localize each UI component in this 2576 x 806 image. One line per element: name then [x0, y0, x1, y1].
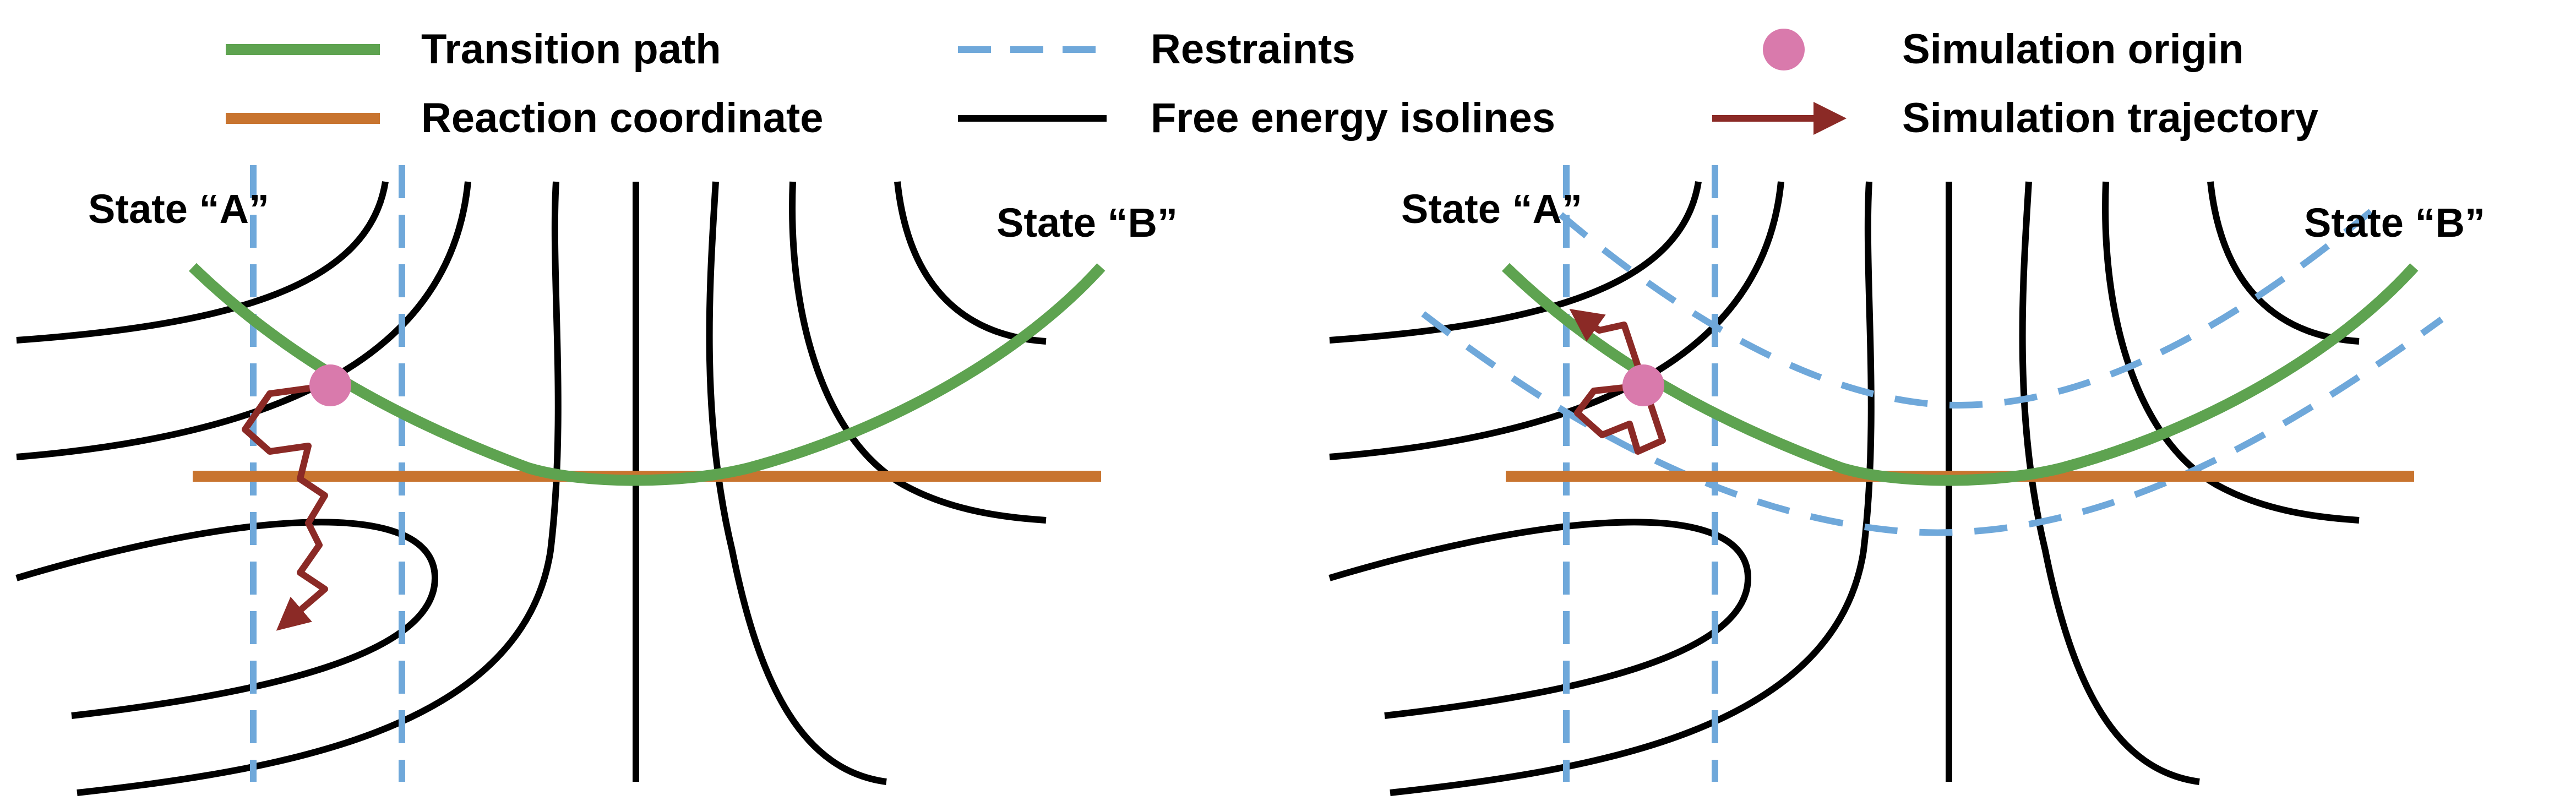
- legend: Transition path Reaction coordinate Rest…: [226, 26, 2318, 141]
- simulation-trajectory: [1569, 309, 1666, 455]
- simulation-trajectory: [242, 382, 331, 631]
- simulation-origin-marker: [309, 364, 351, 406]
- sim-origin-label: Simulation origin: [1902, 26, 2244, 73]
- legend-item-restraints: Restraints: [958, 26, 1355, 73]
- reaction-coordinate-label: Reaction coordinate: [421, 95, 824, 141]
- state-a-label: State “A”: [1401, 186, 1582, 232]
- simulation-origin-marker: [1622, 364, 1664, 406]
- sim-trajectory-label: Simulation trajectory: [1902, 95, 2318, 141]
- legend-item-reaction-coordinate: Reaction coordinate: [226, 95, 824, 141]
- panel-right: State “A” State “B”: [1330, 165, 2485, 793]
- state-b-label: State “B”: [2304, 200, 2485, 246]
- transition-path-label: Transition path: [421, 26, 721, 73]
- legend-item-isolines: Free energy isolines: [958, 95, 1555, 141]
- legend-item-sim-origin: Simulation origin: [1763, 26, 2244, 73]
- legend-item-transition-path: Transition path: [226, 26, 721, 73]
- free-energy-isolines: [1330, 182, 2359, 793]
- restraints-label: Restraints: [1151, 26, 1355, 73]
- free-energy-isolines: [17, 182, 1046, 793]
- sim-origin-swatch: [1763, 29, 1805, 70]
- state-b-label: State “B”: [996, 200, 1178, 246]
- panel-left: State “A” State “B”: [17, 165, 1178, 793]
- legend-item-sim-trajectory: Simulation trajectory: [1712, 95, 2318, 141]
- isolines-label: Free energy isolines: [1151, 95, 1555, 141]
- state-a-label: State “A”: [88, 186, 269, 232]
